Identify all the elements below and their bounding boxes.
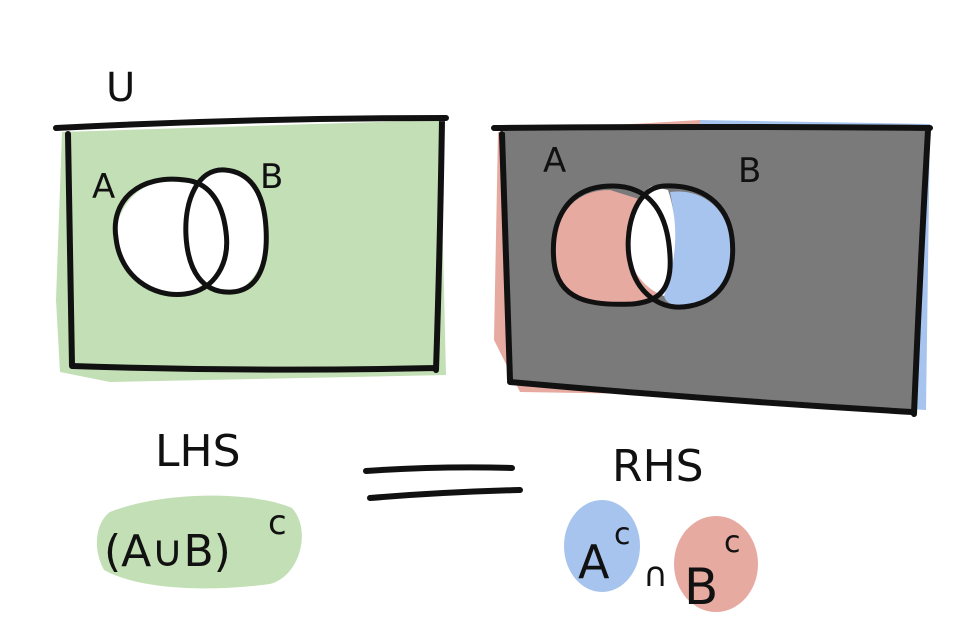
rhs-a-complement-superscript: c bbox=[614, 517, 631, 552]
rhs-b-complement-superscript: c bbox=[724, 525, 741, 560]
equation: LHS (A∪B) c = RHS A c ∩ B c bbox=[96, 426, 758, 616]
rhs-b-complement-highlight bbox=[674, 516, 758, 612]
lhs-expression-highlight bbox=[96, 495, 302, 589]
equals-sign bbox=[363, 464, 523, 501]
rhs-a-complement-highlight bbox=[564, 500, 640, 592]
right-set-a-circle bbox=[550, 183, 673, 307]
lhs-label: LHS bbox=[155, 426, 241, 477]
rhs-intersection-symbol: ∩ bbox=[643, 555, 668, 595]
right-b-only-region bbox=[664, 191, 733, 307]
right-set-b-circle bbox=[625, 183, 736, 310]
rhs-b: B bbox=[684, 558, 718, 616]
lhs-complement-superscript: c bbox=[268, 503, 287, 543]
lhs-expression: (A∪B) bbox=[104, 526, 231, 577]
rhs-label: RHS bbox=[612, 441, 704, 492]
left-set-a-circle bbox=[112, 176, 230, 297]
left-set-a-label: A bbox=[92, 167, 115, 207]
right-set-a-label: A bbox=[543, 141, 566, 181]
right-set-b-label: B bbox=[738, 151, 761, 191]
left-venn-diagram: U A B bbox=[53, 65, 449, 382]
rhs-a: A bbox=[578, 535, 610, 589]
right-venn-diagram: A B bbox=[491, 120, 933, 417]
right-intersection-region bbox=[627, 186, 676, 296]
left-set-b-label: B bbox=[260, 157, 283, 197]
left-universe-border bbox=[53, 115, 449, 373]
right-universe-border bbox=[491, 124, 933, 417]
universe-label: U bbox=[106, 65, 135, 111]
left-set-b-circle bbox=[183, 167, 269, 295]
